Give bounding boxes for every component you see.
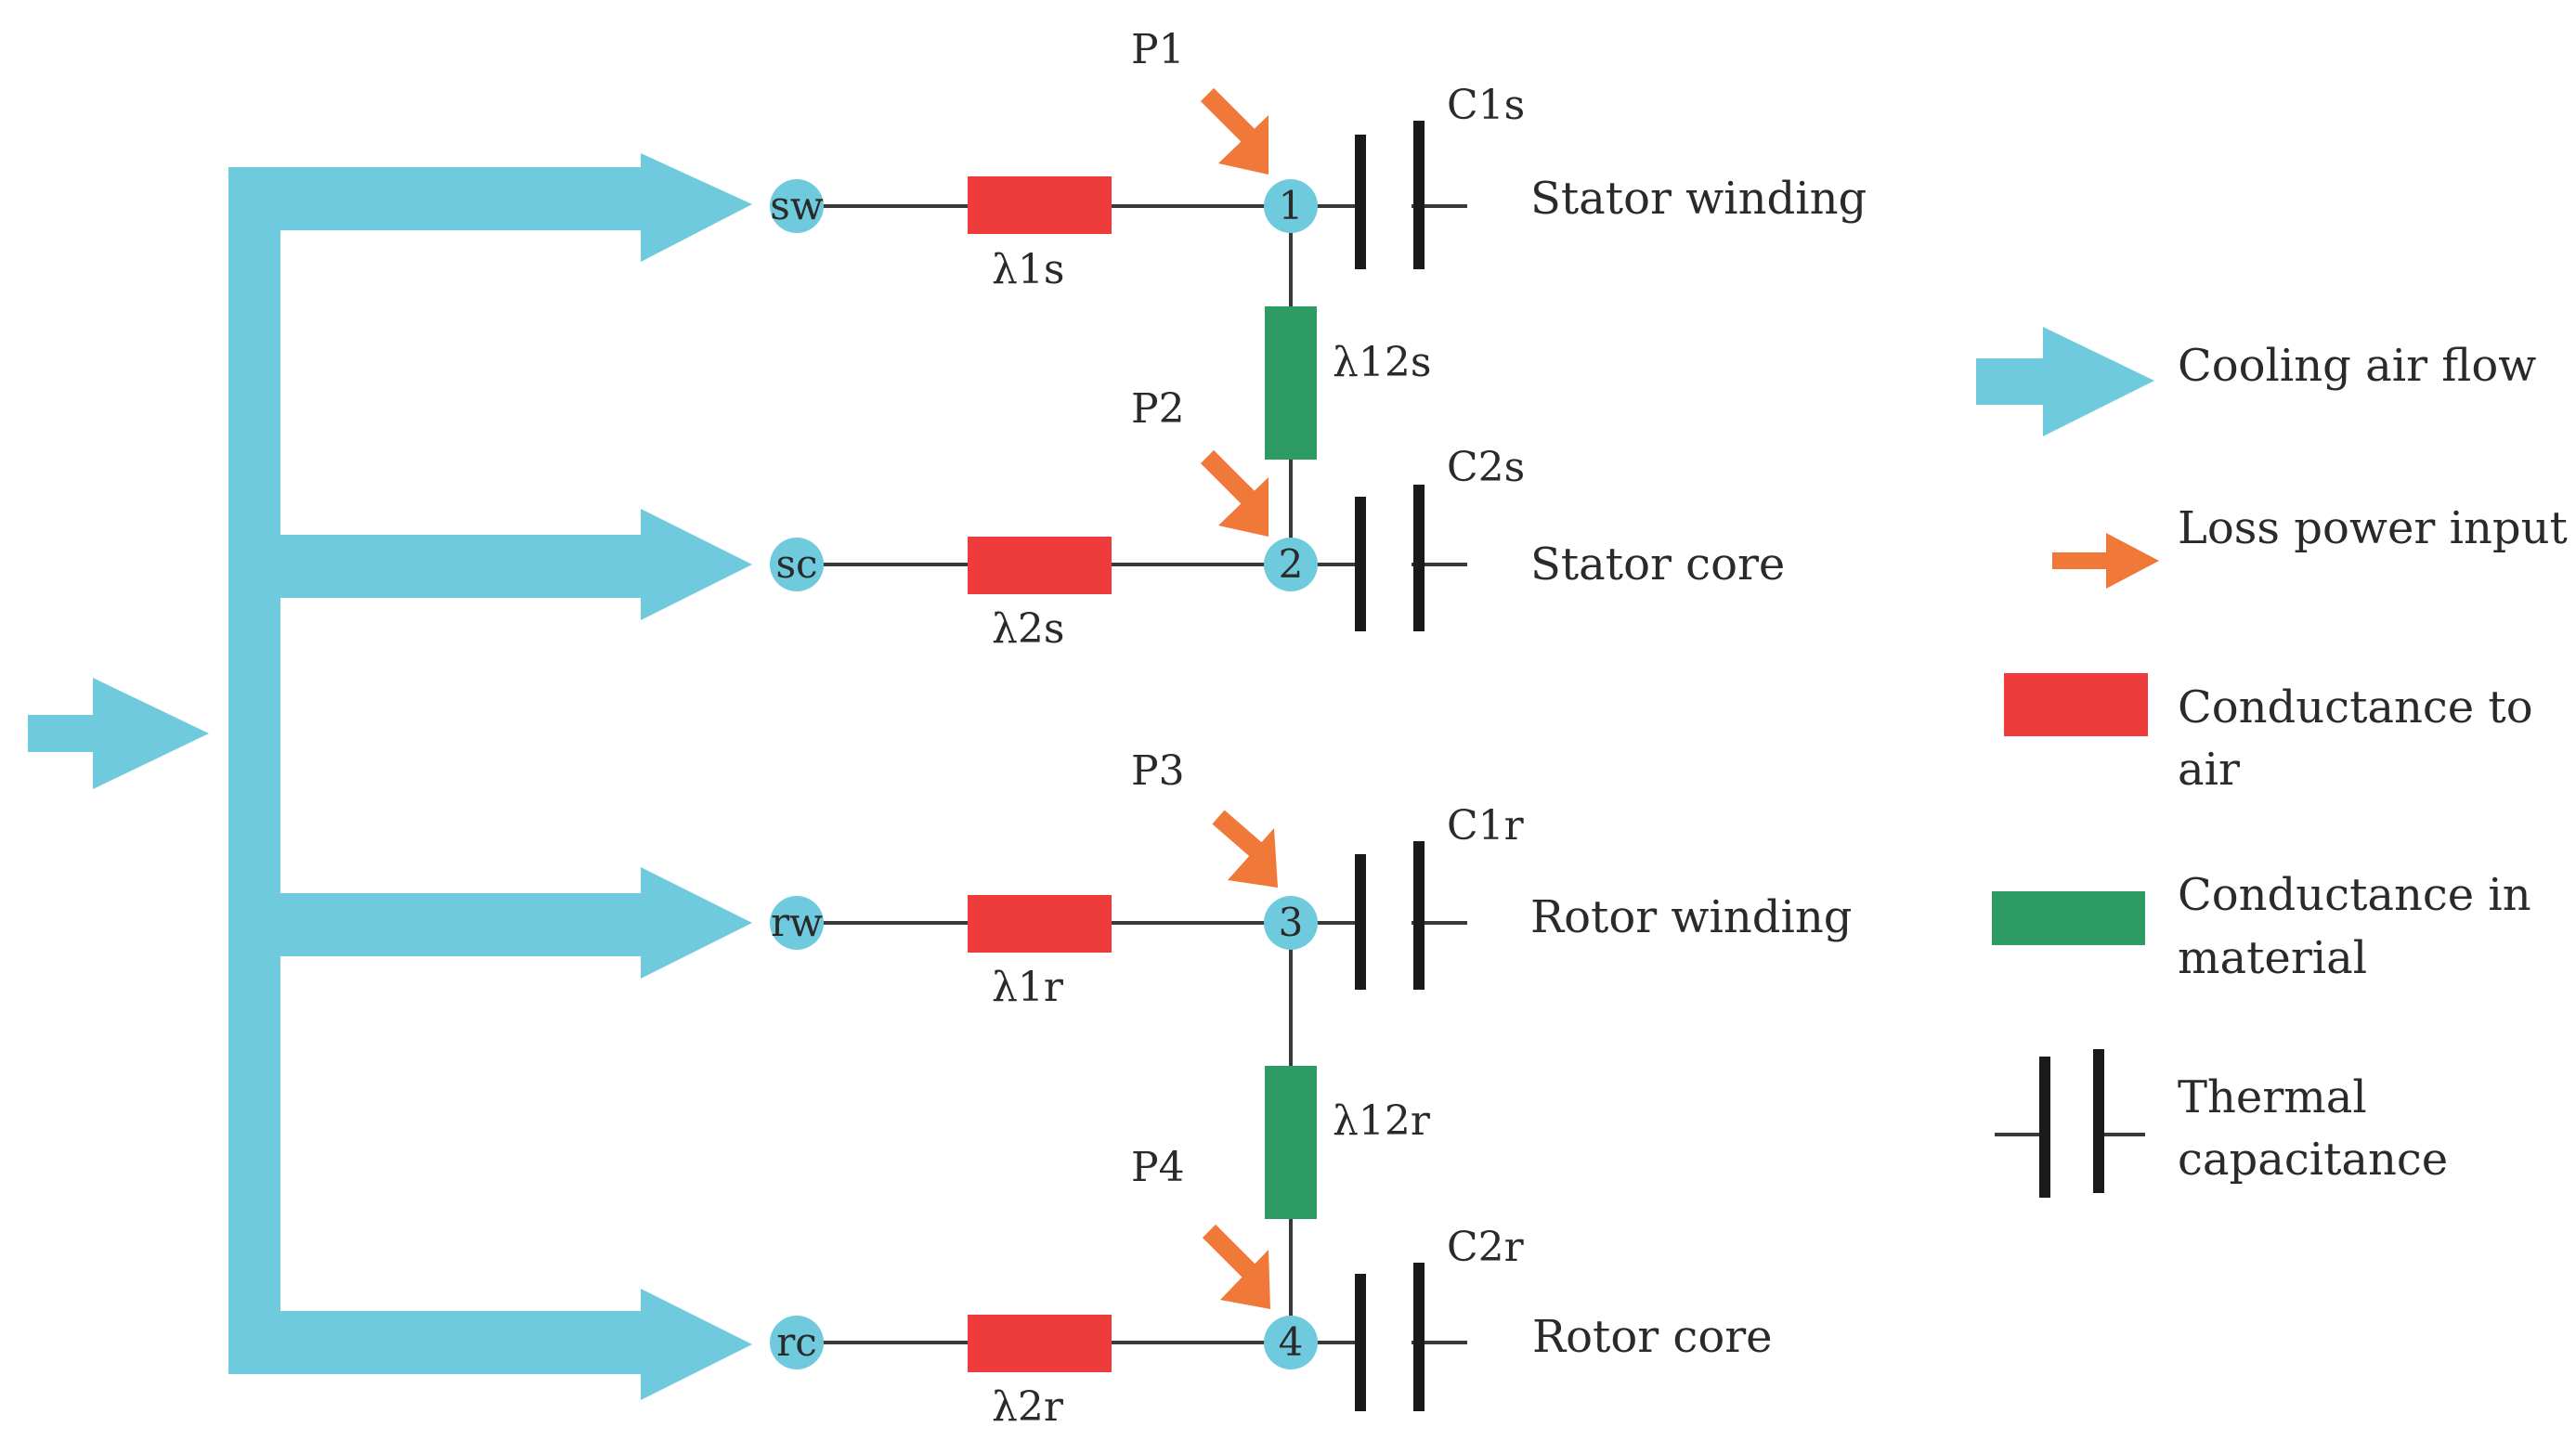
conductance-material-12r	[1265, 1066, 1317, 1219]
air-arrow-rc	[641, 1289, 752, 1400]
air-node-sc	[770, 538, 824, 591]
capacitance-label: C2s	[1447, 444, 1525, 491]
legend-conductance-material-label-line1: Conductance in	[2178, 869, 2531, 921]
air-node-sw	[770, 179, 824, 233]
legend-air-flow-arrowhead	[2043, 327, 2154, 436]
air-arrow-sw	[641, 153, 752, 262]
branch-rotor-winding: λ1r rw 3 C1r Rotor winding P3	[770, 747, 1853, 1011]
legend-conductance-material-symbol	[1992, 891, 2145, 945]
air-trunk	[228, 167, 280, 1374]
air-node-label: rc	[776, 1319, 817, 1365]
temperature-node-2	[1264, 538, 1318, 591]
air-node-rw	[770, 896, 824, 950]
capacitance-label: C1s	[1447, 82, 1525, 129]
air-arrow-sc	[641, 509, 752, 620]
loss-power-label: P1	[1131, 26, 1185, 73]
legend-loss-input: Loss power input	[2052, 502, 2568, 589]
legend-conductance-material-label-line2: material	[2178, 932, 2367, 984]
air-node-label: sc	[775, 541, 817, 587]
air-branch-rw	[280, 893, 646, 956]
temperature-node-label: 2	[1279, 541, 1304, 587]
conductance-air-1r	[968, 895, 1112, 953]
legend-thermal-label-line2: capacitance	[2178, 1134, 2448, 1186]
loss-power-label: P2	[1131, 385, 1185, 433]
legend-conductance-air-label-line1: Conductance to	[2178, 681, 2533, 733]
branch-label: Stator winding	[1530, 173, 1867, 225]
loss-power-label: P4	[1131, 1144, 1185, 1191]
conductance-air-1s	[968, 176, 1112, 234]
branch-label: Rotor core	[1532, 1311, 1773, 1363]
temperature-node-1	[1264, 179, 1318, 233]
air-node-rc	[770, 1316, 824, 1369]
inlet-air-arrow	[28, 678, 209, 789]
air-conductance-label: λ1r	[992, 964, 1064, 1011]
material-conductance-label-12r: λ12r	[1333, 1097, 1431, 1145]
legend-conductance-air-symbol	[2004, 673, 2148, 736]
legend-thermal-label-line1: Thermal	[2178, 1071, 2367, 1123]
air-arrow-rw	[641, 867, 752, 979]
branch-stator-core: λ2s sc 2 C2s Stator core P2	[770, 385, 1785, 653]
air-conductance-label: λ2r	[992, 1383, 1064, 1431]
conductance-air-2r	[968, 1315, 1112, 1372]
legend-thermal-capacitance: Thermal capacitance	[1995, 1049, 2448, 1198]
legend-conductance-material: Conductance in material	[1992, 869, 2531, 984]
temperature-node-label: 1	[1279, 183, 1304, 228]
air-node-label: sw	[770, 183, 824, 228]
cooling-air-manifold	[28, 153, 752, 1400]
branch-stator-winding: λ1s sw 1 C1s Stator winding P1	[770, 26, 1867, 293]
capacitance-label: C2r	[1447, 1224, 1525, 1271]
conductance-air-2s	[968, 537, 1112, 594]
capacitance-label: C1r	[1447, 802, 1525, 850]
temperature-node-4	[1264, 1316, 1318, 1369]
branch-label: Stator core	[1530, 538, 1785, 590]
legend-loss-label: Loss power input	[2178, 502, 2568, 554]
legend-conductance-air: Conductance to air	[2004, 673, 2533, 796]
air-branch-rc	[228, 1311, 646, 1374]
air-branch-sc	[280, 535, 646, 598]
material-conductance-label-12s: λ12s	[1333, 339, 1431, 386]
legend-air-flow-symbol	[1976, 358, 2050, 405]
loss-power-arrow	[1200, 87, 1268, 175]
branch-rotor-core: λ2r rc 4 C2r Rotor core P4	[770, 1144, 1773, 1431]
temperature-node-label: 3	[1279, 900, 1304, 945]
air-conductance-label: λ2s	[992, 605, 1064, 653]
temperature-node-label: 4	[1279, 1319, 1304, 1365]
loss-power-arrow	[1212, 810, 1278, 888]
branch-label: Rotor winding	[1530, 891, 1853, 943]
legend: Cooling air flow Loss power input Conduc…	[1976, 327, 2568, 1198]
legend-conductance-air-label-line2: air	[2178, 744, 2240, 796]
loss-power-label: P3	[1131, 747, 1185, 795]
legend-loss-arrowhead	[2106, 533, 2159, 589]
loss-power-arrow	[1200, 449, 1268, 537]
legend-air-flow: Cooling air flow	[1976, 327, 2536, 436]
air-branch-sw	[228, 167, 646, 230]
legend-air-flow-label: Cooling air flow	[2178, 340, 2536, 392]
air-node-label: rw	[771, 900, 823, 945]
air-conductance-label: λ1s	[992, 246, 1064, 293]
loss-power-arrow	[1202, 1224, 1270, 1309]
conductance-material-12s	[1265, 306, 1317, 460]
temperature-node-3	[1264, 896, 1318, 950]
